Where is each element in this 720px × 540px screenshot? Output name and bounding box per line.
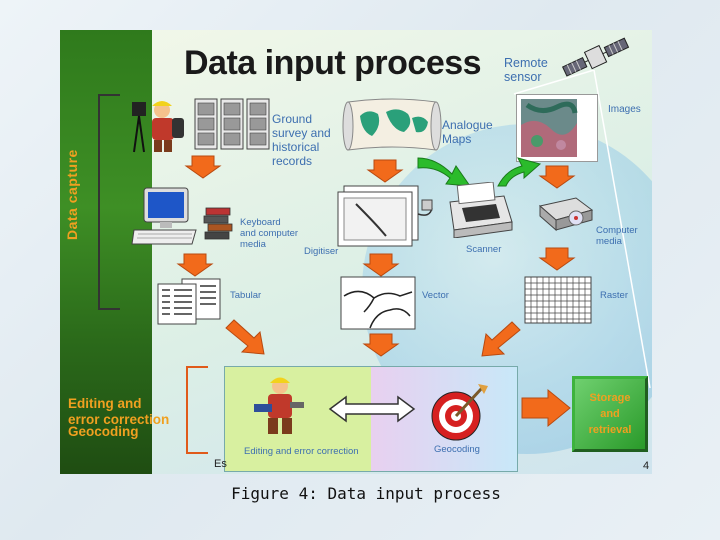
digitiser-label: Digitiser <box>304 246 338 257</box>
computer-media-disks-icon <box>203 207 233 240</box>
keyboard-media-text: Keyboard and computer media <box>240 217 299 250</box>
satellite-icon <box>561 37 630 77</box>
ground-survey-text: Ground survey and historical records <box>272 112 331 168</box>
remote-sensor-label: Remote sensor <box>504 42 548 84</box>
images-label: Images <box>608 104 641 116</box>
keyboard-media-label: Keyboard and computer media <box>240 206 298 250</box>
editing-side-label: Editing and error correction <box>68 380 169 428</box>
double-arrow-icon <box>328 395 416 423</box>
footer-left-text: Es <box>214 458 227 470</box>
slide-title-text: Data input process <box>184 44 482 82</box>
slide: Data capture Data input process Remote s… <box>60 30 652 474</box>
arrow-images-down <box>538 165 576 189</box>
scanner-icon <box>449 182 513 238</box>
editing-bracket <box>186 366 208 454</box>
arrow-raster-to-editing <box>481 321 521 357</box>
scanner-text: Scanner <box>466 244 502 255</box>
editing-side-text: Editing and error correction <box>68 396 170 427</box>
arrow-keyboard-down <box>176 253 214 277</box>
digitiser-text: Digitiser <box>304 246 339 257</box>
arrow-to-storage <box>521 388 571 428</box>
page-number: 4 <box>643 460 649 472</box>
raster-grid-icon <box>524 276 592 324</box>
target-icon <box>431 384 488 441</box>
computer-media-label: Computer media <box>596 214 638 247</box>
geocoding-side-label: Geocoding <box>68 424 139 439</box>
scanner-label: Scanner <box>466 244 501 255</box>
remote-sensor-text: Remote sensor <box>504 56 548 84</box>
arrow-map-down <box>366 159 404 183</box>
storage-box: Storage and retrieval <box>572 376 648 452</box>
tabular-icon <box>157 278 221 325</box>
vector-label: Vector <box>422 290 449 301</box>
vector-icon <box>340 276 416 330</box>
geocoding-caption: Geocoding <box>434 444 480 455</box>
sensor-beam <box>513 70 651 389</box>
green-arrow-scanner-to-images <box>497 157 542 187</box>
satellite-image-icon <box>521 99 578 157</box>
page-number-text: 4 <box>643 460 650 472</box>
tabular-label: Tabular <box>230 290 261 301</box>
geocoding-side-text: Geocoding <box>68 424 139 439</box>
digitiser-icon <box>337 185 433 247</box>
worker-icon <box>254 377 304 434</box>
arrow-survey-down <box>184 155 222 179</box>
tabular-text: Tabular <box>230 290 262 301</box>
data-capture-label: Data capture <box>64 110 82 240</box>
computer-media-text: Computer media <box>596 225 638 247</box>
arrow-cd-down <box>538 247 576 271</box>
raster-text: Raster <box>600 290 628 301</box>
images-box <box>516 94 598 162</box>
footer-left: Es <box>214 458 227 470</box>
geocoding-caption-text: Geocoding <box>434 444 480 455</box>
analogue-maps-label: Analogue Maps <box>442 104 493 146</box>
raster-label: Raster <box>600 290 628 301</box>
surveyor-icon <box>132 101 184 153</box>
arrow-digitiser-down <box>362 253 400 277</box>
arrow-tabular-to-editing <box>225 319 265 355</box>
filing-cabinets-icon <box>194 98 270 150</box>
arrow-vector-to-editing <box>362 333 400 357</box>
storage-text: Storage and retrieval <box>588 392 632 436</box>
images-text: Images <box>608 104 641 115</box>
editing-caption: Editing and error correction <box>244 446 359 457</box>
computer-icon <box>131 187 197 245</box>
cd-drive-icon <box>538 197 594 232</box>
data-capture-text: Data capture <box>64 149 80 240</box>
slide-title: Data input process <box>184 44 482 83</box>
figure-caption-text: Figure 4: Data input process <box>231 484 501 503</box>
data-capture-bracket <box>98 94 120 310</box>
figure-caption: Figure 4: Data input process <box>0 484 720 503</box>
analogue-maps-text: Analogue Maps <box>442 118 493 146</box>
green-arrow-map-to-scanner <box>417 157 472 187</box>
ground-survey-label: Ground survey and historical records <box>272 98 331 168</box>
analogue-map-icon <box>342 98 442 151</box>
editing-caption-text: Editing and error correction <box>244 446 359 457</box>
vector-text: Vector <box>422 290 449 301</box>
